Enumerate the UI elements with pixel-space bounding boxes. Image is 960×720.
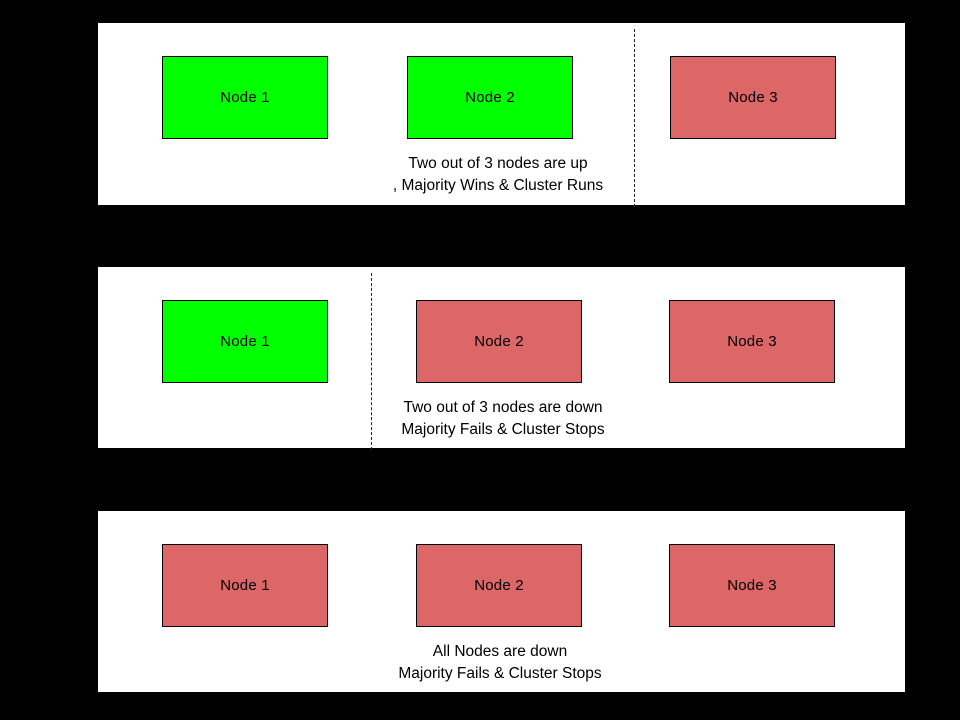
- node-label: Node 3: [727, 333, 777, 350]
- caption-line-2: Majority Fails & Cluster Stops: [401, 421, 605, 438]
- node-box-3[interactable]: Node 3: [670, 56, 836, 139]
- node-box-1[interactable]: Node 1: [162, 544, 328, 627]
- node-box-3[interactable]: Node 3: [669, 544, 835, 627]
- caption-line-1: All Nodes are down: [432, 643, 568, 660]
- scenario-caption: Two out of 3 nodes are up , Majority Win…: [258, 153, 738, 197]
- scenario-panel-two-up: Node 1 Node 2 Node 3 Two out of 3 nodes …: [97, 22, 906, 207]
- node-box-1[interactable]: Node 1: [162, 56, 328, 139]
- node-box-3[interactable]: Node 3: [669, 300, 835, 383]
- caption-line-2: , Majority Wins & Cluster Runs: [392, 177, 604, 194]
- caption-line-1: Two out of 3 nodes are up: [408, 155, 588, 172]
- node-label: Node 3: [728, 89, 778, 106]
- caption-line-2: Majority Fails & Cluster Stops: [398, 665, 602, 682]
- caption-line-1: Two out of 3 nodes are down: [403, 399, 603, 416]
- node-label: Node 2: [465, 89, 515, 106]
- node-box-2[interactable]: Node 2: [407, 56, 573, 139]
- scenario-caption: Two out of 3 nodes are down Majority Fai…: [263, 397, 743, 441]
- node-box-2[interactable]: Node 2: [416, 544, 582, 627]
- quorum-divider-line: [371, 273, 372, 450]
- quorum-divider-line: [634, 29, 635, 207]
- node-box-2[interactable]: Node 2: [416, 300, 582, 383]
- node-label: Node 3: [727, 577, 777, 594]
- node-label: Node 2: [474, 333, 524, 350]
- node-label: Node 2: [474, 577, 524, 594]
- scenario-panel-two-down: Node 1 Node 2 Node 3 Two out of 3 nodes …: [97, 266, 906, 450]
- node-box-1[interactable]: Node 1: [162, 300, 328, 383]
- node-label: Node 1: [220, 577, 270, 594]
- scenario-caption: All Nodes are down Majority Fails & Clus…: [260, 641, 740, 685]
- node-label: Node 1: [220, 89, 270, 106]
- node-label: Node 1: [220, 333, 270, 350]
- scenario-panel-all-down: Node 1 Node 2 Node 3 All Nodes are down …: [97, 510, 906, 693]
